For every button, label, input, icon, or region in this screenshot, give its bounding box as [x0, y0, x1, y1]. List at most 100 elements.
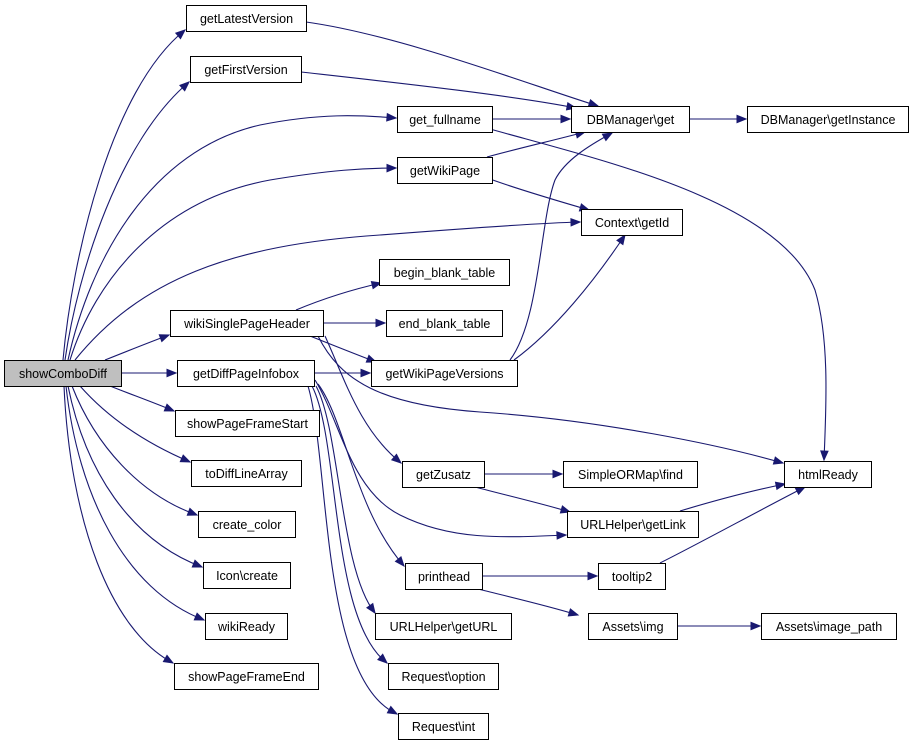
edge-showComboDiff-to-getLatestVersion [62, 29, 187, 361]
node-urlhelper-geturl[interactable]: URLHelper\getURL [375, 613, 512, 640]
arrow-head-icon [375, 318, 387, 328]
arrow-head-icon [386, 112, 398, 122]
node-dbmanager-getinstance[interactable]: DBManager\getInstance [747, 106, 909, 133]
edge-line [64, 81, 190, 361]
node-showcombodiff[interactable]: showComboDiff [4, 360, 122, 387]
node-simpleormap-find[interactable]: SimpleORMap\find [563, 461, 698, 488]
node-printhead[interactable]: printhead [405, 563, 483, 590]
arrow-head-icon [736, 114, 748, 124]
node-box [747, 106, 909, 133]
edge-line [67, 385, 203, 568]
node-label: DBManager\get [587, 113, 675, 127]
arrow-head-icon [567, 608, 580, 617]
node-label: getZusatz [416, 468, 471, 482]
node-getwikipageversions[interactable]: getWikiPageVersions [371, 360, 518, 387]
node-label: get_fullname [409, 113, 481, 127]
node-showpageframeend[interactable]: showPageFrameEnd [174, 663, 319, 690]
node-label: printhead [418, 570, 470, 584]
node-request-option[interactable]: Request\option [388, 663, 499, 690]
node-getfirstversion[interactable]: getFirstVersion [190, 56, 302, 83]
node-label: Request\option [401, 670, 485, 684]
edge-URLHelper_getLink-to-htmlReady [679, 481, 787, 512]
node-urlhelper-getlink[interactable]: URLHelper\getLink [567, 511, 699, 538]
node-getlatestversion[interactable]: getLatestVersion [186, 5, 307, 32]
edge-line [509, 132, 613, 361]
node-begin-blank-table[interactable]: begin_blank_table [379, 259, 510, 286]
node-box [190, 56, 302, 83]
edge-getWikiPage-to-DBManager_get [486, 130, 587, 158]
arrow-head-icon [158, 334, 171, 343]
node-assets-img[interactable]: Assets\img [588, 613, 678, 640]
node-end-blank-table[interactable]: end_blank_table [386, 310, 503, 337]
node-label: Icon\create [216, 569, 278, 583]
edge-line [74, 221, 581, 361]
node-label: URLHelper\getLink [580, 518, 686, 532]
node-label: SimpleORMap\find [578, 468, 683, 482]
edge-getWikiPage-to-Context_getId [489, 178, 591, 212]
edge-line [109, 385, 175, 412]
edge-showComboDiff-to-getFirstVersion [64, 81, 190, 361]
arrow-head-icon [360, 368, 372, 378]
node-create-color[interactable]: create_color [198, 511, 296, 538]
node-box [177, 360, 315, 387]
arrow-head-icon [390, 453, 403, 464]
node-dbmanager-get[interactable]: DBManager\get [571, 106, 690, 133]
edge-showComboDiff-to-Icon_create [67, 385, 204, 568]
node-assets-image-path[interactable]: Assets\image_path [761, 613, 897, 640]
node-box [598, 563, 666, 590]
node-box [375, 613, 512, 640]
arrow-head-icon [774, 481, 787, 491]
node-box [174, 663, 319, 690]
edge-line [104, 334, 170, 361]
edges-layer [62, 21, 829, 715]
edge-line [65, 385, 205, 621]
edge-printhead-to-Assets_img [477, 588, 580, 617]
arrow-head-icon [394, 555, 405, 568]
node-htmlready[interactable]: htmlReady [784, 461, 872, 488]
arrow-head-icon [186, 507, 199, 516]
node-request-int[interactable]: Request\int [398, 713, 489, 740]
node-wikisinglepageheader[interactable]: wikiSinglePageHeader [170, 310, 324, 337]
node-label: Assets\img [602, 620, 663, 634]
arrow-head-icon [601, 132, 614, 142]
node-getzusatz[interactable]: getZusatz [402, 461, 485, 488]
edge-showComboDiff-to-Context_getId [74, 217, 582, 361]
node-box [371, 360, 518, 387]
edge-line [489, 128, 827, 461]
node-tooltip2[interactable]: tooltip2 [598, 563, 666, 590]
node-getwikipage[interactable]: getWikiPage [397, 157, 493, 184]
node-icon-create[interactable]: Icon\create [203, 562, 291, 589]
edge-DBManager_get-to-DBManager_getInstance [689, 114, 748, 124]
node-label: wikiSinglePageHeader [183, 317, 310, 331]
arrow-head-icon [163, 403, 176, 412]
node-box [379, 259, 510, 286]
edge-showComboDiff-to-showPageFrameEnd [63, 385, 175, 664]
arrow-head-icon [386, 705, 399, 715]
node-label: getWikiPage [410, 164, 480, 178]
node-label: showPageFrameEnd [188, 670, 305, 684]
node-showpageframestart[interactable]: showPageFrameStart [175, 410, 320, 437]
node-get-fullname[interactable]: get_fullname [397, 106, 493, 133]
arrow-head-icon [179, 454, 192, 463]
node-wikiready[interactable]: wikiReady [205, 613, 288, 640]
node-box [588, 613, 678, 640]
edge-line [62, 29, 186, 361]
node-box [175, 410, 320, 437]
node-label: DBManager\getInstance [761, 113, 896, 127]
node-label: end_blank_table [399, 317, 491, 331]
edge-line [315, 385, 376, 614]
edge-showComboDiff-to-get_fullname [67, 112, 398, 361]
node-box [405, 563, 483, 590]
edge-getDiffPageInfobox-to-getWikiPageVersions [314, 368, 372, 378]
edge-line [69, 167, 397, 361]
node-getdiffpageinfobox[interactable]: getDiffPageInfobox [177, 360, 315, 387]
node-label: showPageFrameStart [187, 417, 308, 431]
arrow-head-icon [794, 486, 807, 496]
edge-line [295, 282, 382, 311]
edge-line [311, 385, 388, 664]
node-todifflinearray[interactable]: toDiffLineArray [191, 460, 302, 487]
node-box [205, 613, 288, 640]
edge-getFirstVersion-to-DBManager_get [300, 71, 578, 111]
node-context-getid[interactable]: Context\getId [581, 209, 683, 236]
edge-showComboDiff-to-wikiSinglePageHeader [104, 334, 171, 361]
